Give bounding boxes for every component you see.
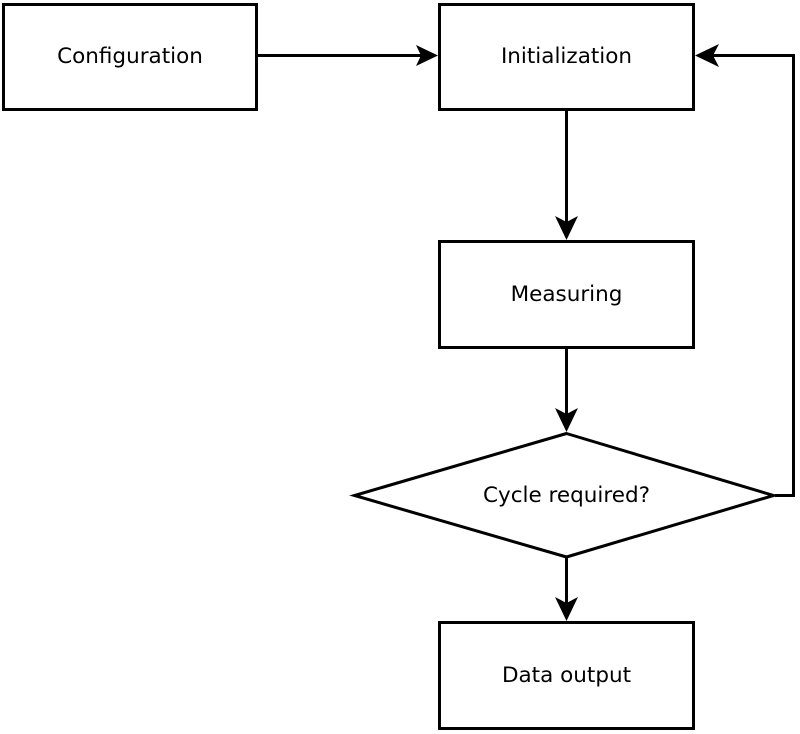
measuring-label: Measuring — [511, 282, 623, 307]
configuration-label: Configuration — [57, 44, 203, 69]
node-cycle-required[interactable]: Cycle required? — [349, 431, 779, 559]
arrowhead-icon — [416, 45, 438, 66]
edge-initialization-to-measuring — [555, 111, 578, 240]
data-output-label: Data output — [502, 663, 631, 688]
arrowhead-icon — [555, 408, 578, 432]
initialization-label: Initialization — [501, 44, 632, 69]
edge-measuring-to-cycle-required — [555, 349, 578, 432]
edge-line-feedback-loop — [705, 54, 795, 497]
data-output-box[interactable] — [438, 621, 695, 730]
arrowhead-icon — [695, 44, 719, 67]
edge-cycle-required-to-data-output — [555, 558, 578, 621]
node-configuration[interactable]: Configuration — [2, 3, 258, 111]
cycle-required-diamond[interactable] — [349, 431, 779, 559]
node-initialization[interactable]: Initialization — [438, 3, 695, 111]
node-measuring[interactable]: Measuring — [438, 240, 695, 349]
arrowhead-icon — [555, 597, 578, 621]
arrowhead-icon — [555, 216, 578, 240]
edge-cycle-required-to-initialization-loop — [695, 44, 795, 497]
edge-configuration-to-initialization — [258, 45, 438, 66]
initialization-box[interactable] — [438, 3, 695, 111]
cycle-required-label: Cycle required? — [483, 483, 650, 508]
node-data-output[interactable]: Data output — [438, 621, 695, 730]
measuring-box[interactable] — [438, 240, 695, 349]
configuration-box[interactable] — [2, 3, 258, 111]
